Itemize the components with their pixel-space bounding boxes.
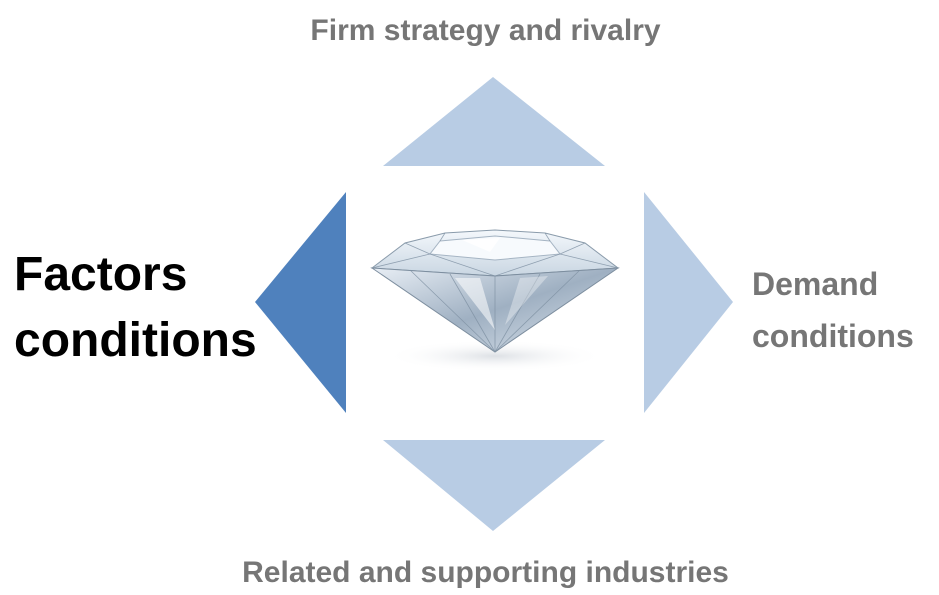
- demand-conditions-line-2: conditions: [752, 318, 914, 354]
- firm-strategy-label: Firm strategy and rivalry: [310, 14, 661, 47]
- top-arrow: [383, 77, 605, 166]
- left-arrow: [255, 192, 346, 413]
- factor-conditions-label: Factors conditions: [14, 242, 257, 374]
- diamond-image: [346, 192, 644, 413]
- related-industries-label: Related and supporting industries: [242, 556, 729, 589]
- bottom-arrow: [383, 440, 605, 531]
- demand-conditions-line-1: Demand: [752, 266, 879, 302]
- right-arrow: [644, 192, 733, 413]
- factor-conditions-line-1: Factors: [14, 248, 188, 301]
- demand-conditions-label: Demand conditions: [752, 258, 914, 362]
- factor-conditions-line-2: conditions: [14, 314, 257, 367]
